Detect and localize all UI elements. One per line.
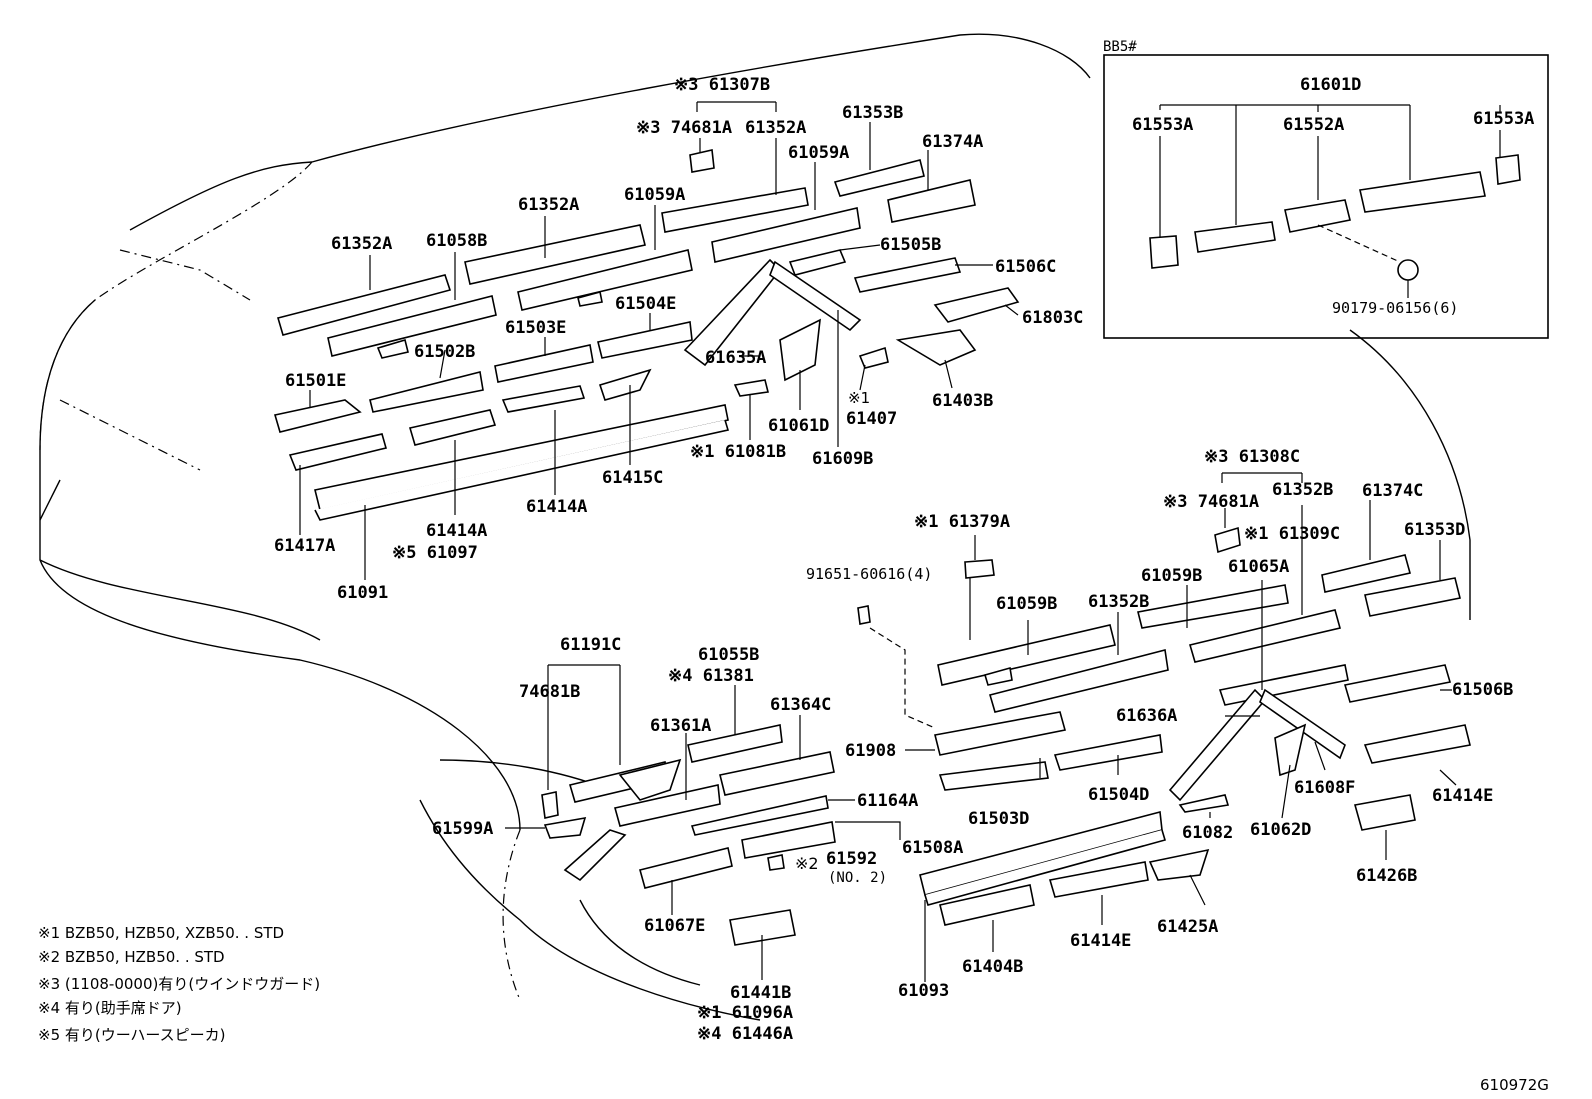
label-61592: 61592: [826, 849, 877, 869]
right-leaders: [857, 472, 1457, 982]
label-61352a-mid: 61352A: [518, 195, 579, 215]
label-61352a-left: 61352A: [331, 234, 392, 254]
label-61364c: 61364C: [770, 695, 831, 715]
label-61414a-b: 61414A: [426, 521, 487, 541]
label-61592-mark: ※2: [795, 854, 819, 873]
label-61415c: 61415C: [602, 468, 663, 488]
label-61062d: 61062D: [1250, 820, 1311, 840]
label-61059b-b: 61059B: [996, 594, 1057, 614]
label-61374a: 61374A: [922, 132, 983, 152]
label-61414a-a: 61414A: [526, 497, 587, 517]
label-61502b: 61502B: [414, 342, 475, 362]
upper-left-parts: [273, 149, 1020, 521]
label-61506c: 61506C: [995, 257, 1056, 277]
label-61404b: 61404B: [962, 957, 1023, 977]
label-61504e: 61504E: [615, 294, 676, 314]
label-61353d: 61353D: [1404, 520, 1465, 540]
label-61608f: 61608F: [1294, 778, 1355, 798]
label-61059a-top: 61059A: [788, 143, 849, 163]
label-61592-sub: (NO. 2): [828, 870, 887, 886]
label-61067e: 61067E: [644, 916, 705, 936]
label-61446a: ※4 61446A: [697, 1024, 793, 1044]
label-61414e-right: 61414E: [1432, 786, 1493, 806]
label-61091: 61091: [337, 583, 388, 603]
label-61353b: 61353B: [842, 103, 903, 123]
label-61503e: 61503E: [505, 318, 566, 338]
label-61407-mark: ※1: [848, 389, 870, 407]
right-parts: [919, 526, 1471, 926]
vehicle-body-outline: [39, 33, 1471, 1021]
label-74681a-right: ※3 74681A: [1163, 492, 1259, 512]
label-61417a: 61417A: [274, 536, 335, 556]
label-61352a-top: 61352A: [745, 118, 806, 138]
footnote-1: ※1 BZB50, HZB50, XZB50. . STD: [38, 924, 284, 942]
inset-label-90179-06156: 90179-06156(6): [1332, 299, 1458, 317]
labels-right: ※3 61308C ※3 74681A 61352B 61374C ※1 613…: [806, 447, 1513, 1001]
lower-left-leaders: [505, 664, 901, 980]
label-61061d: 61061D: [768, 416, 829, 436]
label-61055b: 61055B: [698, 645, 759, 665]
label-61096a: ※1 61096A: [697, 1003, 793, 1023]
label-61407: 61407: [846, 409, 897, 429]
label-61374c: 61374C: [1362, 481, 1423, 501]
inset-label-61553a-left: 61553A: [1132, 115, 1193, 135]
label-61352b-top: 61352B: [1272, 480, 1333, 500]
label-61164a: 61164A: [857, 791, 918, 811]
label-61441b: 61441B: [730, 983, 791, 1003]
label-61379a: ※1 61379A: [914, 512, 1010, 532]
label-61506b: 61506B: [1452, 680, 1513, 700]
inset-label-61553a-right: 61553A: [1473, 109, 1534, 129]
label-61081b: ※1 61081B: [690, 442, 786, 462]
label-61352b-mid: 61352B: [1088, 592, 1149, 612]
footnote-2: ※2 BZB50, HZB50. . STD: [38, 948, 225, 966]
label-74681b: 74681B: [519, 682, 580, 702]
label-61309c: ※1 61309C: [1244, 524, 1340, 544]
label-61501e: 61501E: [285, 371, 346, 391]
inset-title: BB5#: [1103, 39, 1137, 55]
label-61503d: 61503D: [968, 809, 1029, 829]
figure-code: 610972G: [1480, 1076, 1549, 1094]
label-61065a: 61065A: [1228, 557, 1289, 577]
label-61082: 61082: [1182, 823, 1233, 843]
label-61308c: ※3 61308C: [1204, 447, 1300, 467]
label-61908: 61908: [845, 741, 896, 761]
labels-lower-left: 61191C 61055B ※4 61381 74681B 61361A 613…: [432, 635, 963, 1044]
label-61058b: 61058B: [426, 231, 487, 251]
inset-label-61601d: 61601D: [1300, 75, 1361, 95]
inset-bb5: BB5# 61601D 61553A 61552A 61553A 90179-0…: [1103, 39, 1549, 339]
label-61504d: 61504D: [1088, 785, 1149, 805]
label-61636a: 61636A: [1116, 706, 1177, 726]
label-61307b: ※3 61307B: [674, 75, 770, 95]
label-74681a-top: ※3 74681A: [636, 118, 732, 138]
footnote-4: ※4 有り(助手席ドア): [38, 999, 182, 1017]
lower-left-parts: [541, 724, 836, 946]
footnotes: ※1 BZB50, HZB50, XZB50. . STD ※2 BZB50, …: [38, 924, 320, 1044]
inset-label-61552a: 61552A: [1283, 115, 1344, 135]
label-61635a: 61635A: [705, 348, 766, 368]
label-61505b: 61505B: [880, 235, 941, 255]
label-61059b-a: 61059B: [1141, 566, 1202, 586]
label-61426b: 61426B: [1356, 866, 1417, 886]
label-61097: ※5 61097: [392, 543, 478, 563]
label-61609b: 61609B: [812, 449, 873, 469]
label-61803c: 61803C: [1022, 308, 1083, 328]
label-61425a: 61425A: [1157, 917, 1218, 937]
label-61381: ※4 61381: [668, 666, 754, 686]
label-61191c: 61191C: [560, 635, 621, 655]
footnote-3: ※3 (1108-0000)有り(ウインドウガード): [38, 975, 320, 993]
label-61093: 61093: [898, 981, 949, 1001]
footnote-5: ※5 有り(ウーハースピーカ): [38, 1026, 226, 1044]
label-61414e-bottom: 61414E: [1070, 931, 1131, 951]
label-61059a-mid: 61059A: [624, 185, 685, 205]
upper-left-leaders: [299, 101, 1019, 580]
label-91651-60616: 91651-60616(4): [806, 565, 932, 583]
label-61361a: 61361A: [650, 716, 711, 736]
label-61599a: 61599A: [432, 819, 493, 839]
labels-upper: ※3 61307B ※3 74681A 61352A 61353B 61374A…: [274, 75, 1083, 603]
label-61403b: 61403B: [932, 391, 993, 411]
label-61508a: 61508A: [902, 838, 963, 858]
